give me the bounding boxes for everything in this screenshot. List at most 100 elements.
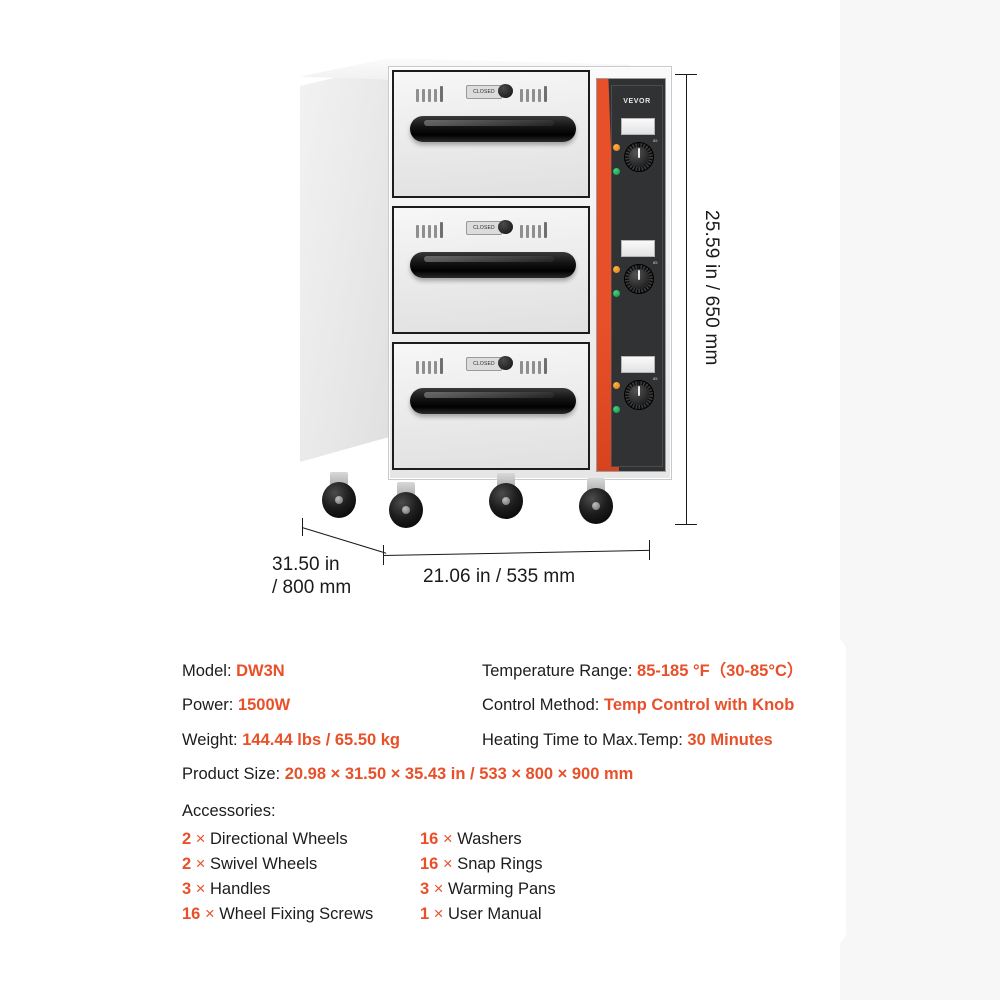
vent-slot [520,225,523,238]
spec-model-label: Model: [182,662,232,680]
spec-power-value: 1500W [237,696,291,715]
depth-dimension-cap-left [302,518,303,536]
vent-slot [428,225,431,238]
spec-power: Power: 1500W [182,695,482,716]
caster-hub [335,496,343,504]
vent-slot [526,225,529,238]
brand-logo: VEVOR [623,98,651,105]
temperature-knob[interactable] [624,142,654,172]
temperature-display [621,118,655,135]
vent-closed-label: CLOSED [466,221,502,235]
vent-slot [416,361,419,374]
spec-model-value: DW3N [236,662,285,680]
caster-wheel-front-right [579,478,613,524]
temperature-knob[interactable] [624,264,654,294]
drawer-handle [410,388,576,414]
control-panel: VEVOR 85 85 [596,78,666,472]
vent-slot [416,225,419,238]
drawer-handle [410,116,576,142]
accessory-multiplier: × [433,904,444,923]
caster-hub [502,497,510,505]
temperature-display [621,356,655,373]
accessory-name: Directional Wheels [210,829,348,848]
spec-cell-temp-range: Temperature Range: 85-185 °F（30-85°C） [482,661,822,682]
accessory-name: Swivel Wheels [210,854,318,873]
spec-control-method: Control Method: Temp Control with Knob [482,695,822,716]
vent-slots-right [520,222,547,238]
vent-closed-label: CLOSED [466,85,502,99]
spec-heating-time-value: 30 Minutes [687,730,773,749]
food-warmer-unit: CLOSED [300,52,672,492]
height-dimension-label: 25.59 in / 650 mm [701,210,722,366]
accessory-qty: 2 [182,854,192,873]
spec-temp-range-value: 85-185 °F（30-85°C） [637,662,804,680]
accessory-qty: 3 [420,879,430,898]
spec-cell-heating-time: Heating Time to Max.Temp: 30 Minutes [482,730,822,751]
spec-cell-model: Model: DW3N [182,661,482,682]
power-indicator-lamp [613,382,620,389]
height-dimension-cap-top [675,74,697,75]
accessories-column-left: 2 × Directional Wheels 2 × Swivel Wheels… [182,827,420,927]
cabinet-side-panel [300,62,400,462]
vent-slot [428,89,431,102]
accessory-item: 3 × Handles [182,877,420,902]
spec-row-weight: Weight: 144.44 lbs / 65.50 kg Heating Ti… [182,730,816,751]
spec-temp-range: Temperature Range: 85-185 °F（30-85°C） [482,661,822,682]
vent-slots-left [416,86,443,102]
temperature-display [621,240,655,257]
spec-heating-time: Heating Time to Max.Temp: 30 Minutes [482,730,822,751]
vent-slot [520,361,523,374]
caster-hub [402,506,410,514]
vent-slots-right [520,86,547,102]
accessory-item: 1 × User Manual [420,902,658,927]
knob-scale-mark: 85 [653,138,658,143]
power-indicator-lamp [613,266,620,273]
heating-indicator-lamp [613,406,620,413]
spec-heating-time-label: Heating Time to Max.Temp: [482,730,683,749]
spec-model: Model: DW3N [182,661,482,682]
accessory-name: User Manual [448,904,542,923]
drawer-stack: CLOSED [392,68,590,472]
spec-weight: Weight: 144.44 lbs / 65.50 kg [182,730,482,751]
vent-slot [440,358,443,374]
product-hero-image: CLOSED [272,52,722,598]
vent-slot [544,358,547,374]
accessory-name: Snap Rings [457,854,543,873]
accessory-multiplier: × [195,854,206,873]
depth-dimension-line [301,527,387,554]
drawer-handle [410,252,576,278]
accessory-multiplier: × [442,854,453,873]
spec-product-size: Product Size: 20.98 × 31.50 × 35.43 in /… [182,764,816,785]
spec-cell-weight: Weight: 144.44 lbs / 65.50 kg [182,730,482,751]
background-left-strip [0,0,100,1000]
vent-slot [532,225,535,238]
spec-temp-range-label: Temperature Range: [482,662,633,680]
vent-slot [520,89,523,102]
vent-slot [440,86,443,102]
accessories-column-right: 16 × Washers 16 × Snap Rings 3 × Warming… [420,827,658,927]
caster-wheel-rear-right [489,473,523,519]
vent-control-knob [498,220,513,234]
accessory-name: Handles [210,879,271,898]
vent-slot [532,361,535,374]
depth-dimension-label-line1: 31.50 in [272,554,340,575]
width-dimension-cap-right [649,540,650,560]
vent-slot [538,89,541,102]
vent-slots-left [416,222,443,238]
vent-slots-right [520,358,547,374]
spec-row-power: Power: 1500W Control Method: Temp Contro… [182,695,816,716]
spec-product-size-value: 20.98 × 31.50 × 35.43 in / 533 × 800 × 9… [284,765,634,784]
vent-closed-label: CLOSED [466,357,502,371]
vent-slot [440,222,443,238]
vent-slot [434,225,437,238]
spec-weight-label: Weight: [182,730,238,749]
knob-scale-mark: 85 [653,376,658,381]
accessories-grid: 2 × Directional Wheels 2 × Swivel Wheels… [182,827,816,927]
width-dimension-line [382,549,649,556]
spec-control-method-value: Temp Control with Knob [604,696,795,715]
spec-cell-power: Power: 1500W [182,695,482,716]
accessory-item: 3 × Warming Pans [420,877,658,902]
temperature-knob[interactable] [624,380,654,410]
vent-slot [538,225,541,238]
accessory-name: Warming Pans [448,879,556,898]
